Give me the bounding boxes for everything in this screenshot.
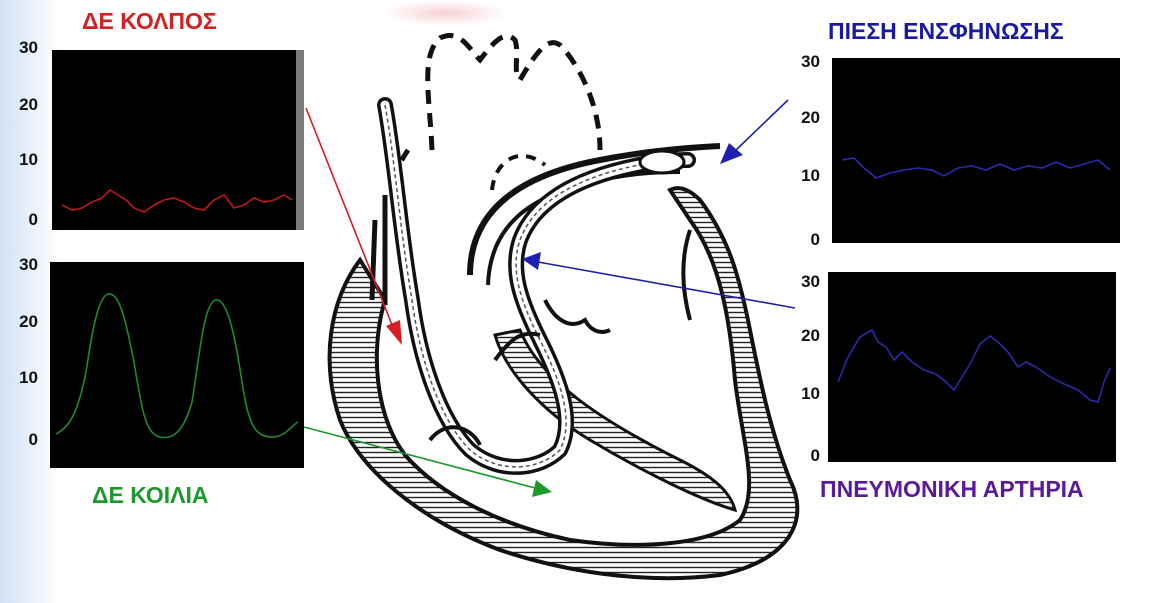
wedge-tick-label: 10 bbox=[790, 166, 820, 186]
pa-waveform bbox=[828, 272, 1116, 462]
ra-trace bbox=[62, 190, 292, 212]
ra-tick-label: 30 bbox=[8, 38, 38, 58]
rv-tick-label: 20 bbox=[8, 312, 38, 332]
rv-tick-label: 30 bbox=[8, 255, 38, 275]
mitral-valve bbox=[545, 300, 610, 332]
pa-tick-label: 0 bbox=[790, 446, 820, 466]
ra-title: ΔΕ ΚΟΛΠΟΣ bbox=[82, 8, 217, 35]
pa-title: ΠΝΕΥΜΟΝΙΚΗ ΑΡΤΗΡΙΑ bbox=[820, 476, 1084, 503]
pa-pressure-monitor bbox=[828, 272, 1116, 462]
ra-pressure-monitor bbox=[52, 50, 304, 230]
pa-trace bbox=[838, 330, 1110, 402]
pa-tick-label: 10 bbox=[790, 384, 820, 404]
pa-tick-label: 30 bbox=[790, 272, 820, 292]
wedge-tick-label: 0 bbox=[790, 230, 820, 250]
rv-waveform bbox=[50, 262, 304, 468]
rv-pressure-monitor bbox=[50, 262, 304, 468]
wedge-tick-label: 30 bbox=[790, 52, 820, 72]
rv-tick-label: 10 bbox=[8, 368, 38, 388]
septum bbox=[495, 330, 735, 510]
rv-tick-label: 0 bbox=[8, 430, 38, 450]
wedge-pressure-monitor bbox=[832, 58, 1120, 243]
monitor-edge bbox=[296, 50, 304, 230]
wedge-title: ΠΙΕΣΗ ΕΝΣΦΗΝΩΣΗΣ bbox=[828, 18, 1064, 45]
wedge-trace bbox=[842, 158, 1110, 178]
ra-tick-label: 20 bbox=[8, 95, 38, 115]
ra-waveform bbox=[52, 50, 304, 230]
papillary-muscle bbox=[683, 230, 690, 320]
ra-tick-label: 0 bbox=[8, 210, 38, 230]
rv-title: ΔΕ ΚΟΙΛΙΑ bbox=[92, 482, 208, 509]
wedge-waveform bbox=[832, 58, 1120, 243]
pulmonary-outline bbox=[492, 156, 545, 190]
rv-trace bbox=[56, 294, 298, 438]
aorta-outline bbox=[428, 35, 600, 150]
ra-tick-label: 10 bbox=[8, 150, 38, 170]
balloon-tip bbox=[640, 151, 684, 173]
pa-tick-label: 20 bbox=[790, 326, 820, 346]
wedge-tick-label: 20 bbox=[790, 108, 820, 128]
